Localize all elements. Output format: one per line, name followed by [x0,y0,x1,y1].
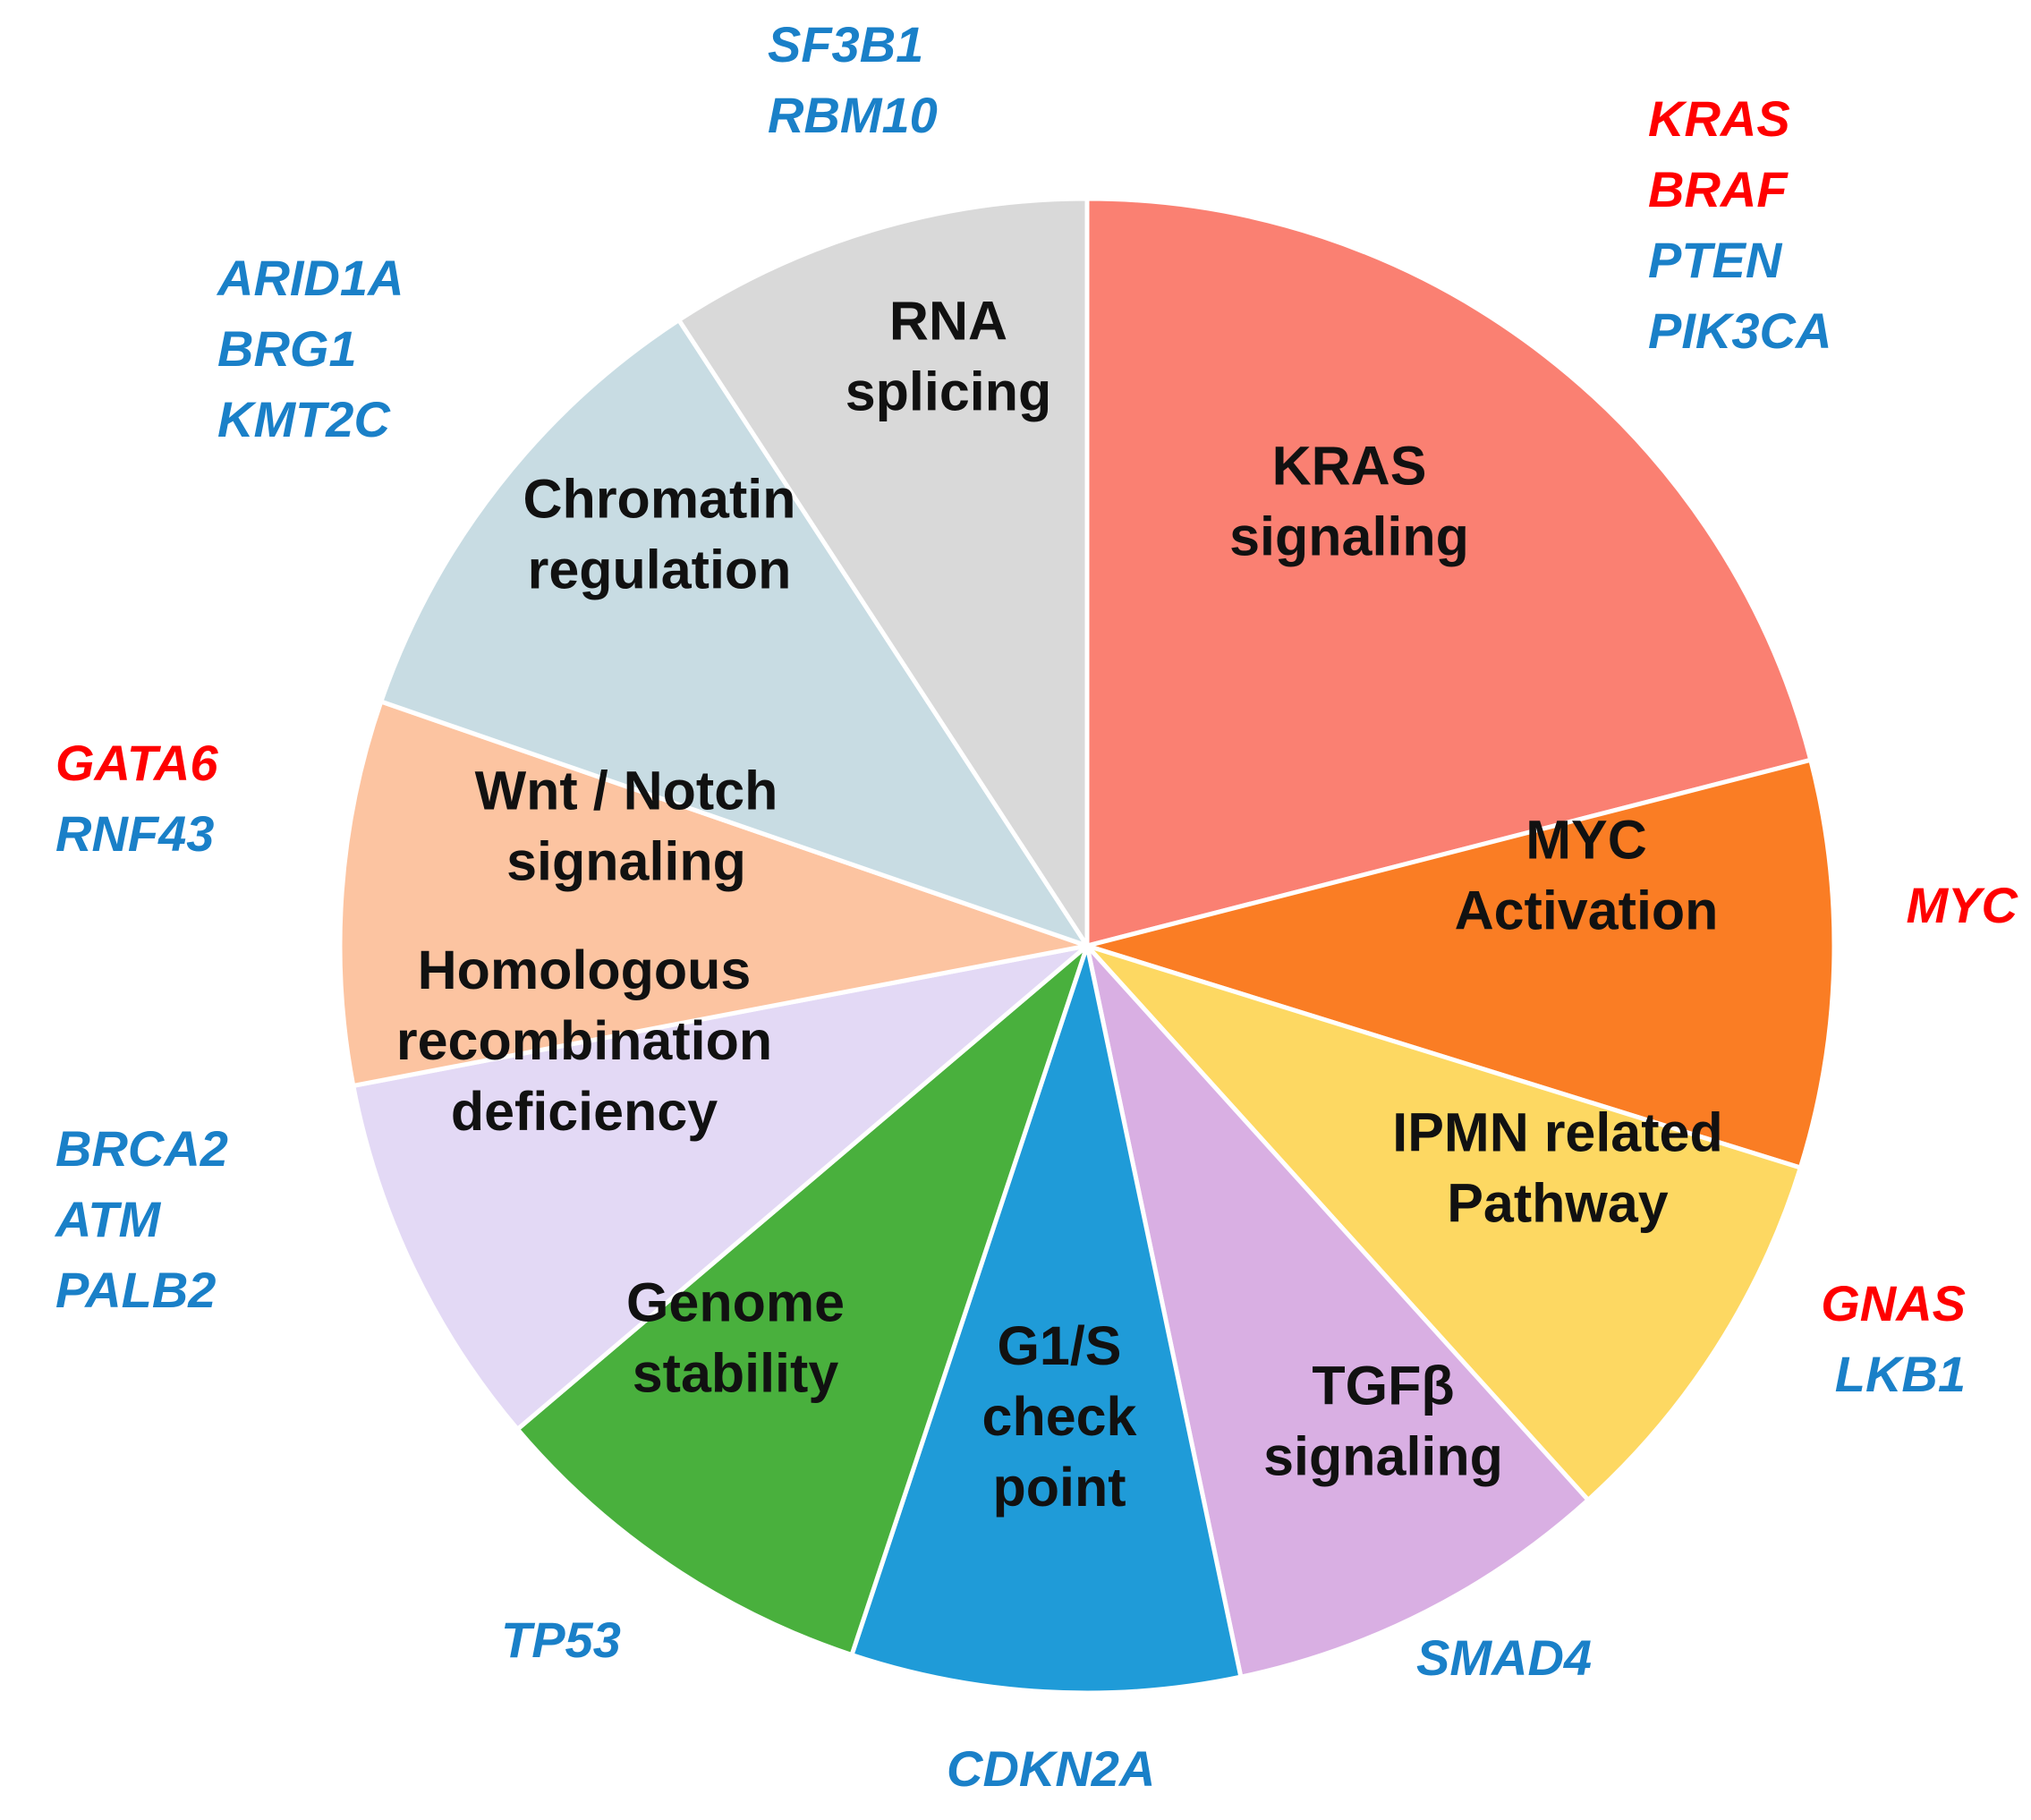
gene-label-brca2: BRCA2 [55,1120,228,1177]
gene-label-gnas: GNAS [1821,1275,1966,1331]
gene-labels: KRAS BRAF PTEN PIK3CA MYC GNAS LKB1SMAD4CDKN2A… [54,16,2019,1797]
segment-label-line: Pathway [1447,1173,1669,1234]
gene-label-brg1: BRG1 [217,320,357,377]
segment-label-line: Homologous [418,940,752,1000]
gene-label-sf3b1: SF3B1 [768,16,923,72]
segment-label-line: regulation [528,540,792,600]
pie-slice-8 [378,318,1090,948]
segment-label-5: Genome stability [626,1272,845,1404]
gene-label-gata6: GATA6 [55,735,218,791]
gene-list-1: MYC [1907,877,2019,933]
segment-label-6: Homologous recombination deficiency [396,940,772,1142]
segment-label-line: Chromatin [523,469,796,530]
segment-label-line: KRAS [1272,436,1427,497]
segment-label-line: Wnt / Notch [475,761,778,821]
gene-label-lkb1: LKB1 [1835,1346,1966,1402]
segment-label-line: G1/S [997,1315,1121,1376]
pie-slice-5 [514,943,1090,1657]
segment-label-1: MYC Activation [1455,810,1719,941]
segment-label-line: check [982,1386,1137,1447]
gene-label-kras: KRAS [1648,90,1790,147]
gene-label-kmt2c: KMT2C [217,391,391,447]
segment-label-line: signaling [1263,1426,1503,1487]
pie-slice-3 [1084,943,1591,1680]
gene-label-myc: MYC [1907,877,2019,933]
gene-label-palb2: PALB2 [55,1262,216,1318]
segment-label-9: RNA splicing [846,291,1051,422]
pie-slice-4 [849,943,1244,1696]
segment-label-line: signaling [1229,506,1469,567]
gene-label-pten: PTEN [1648,232,1783,288]
pie-slice-6 [351,943,1090,1432]
segment-label-line: deficiency [451,1081,718,1142]
gene-label-cdkn2a: CDKN2A [947,1740,1155,1797]
segment-label-line: stability [633,1343,839,1404]
gene-label-rbm10: RBM10 [768,87,938,143]
gene-list-0: KRAS BRAF PTEN PIK3CA [1648,90,1831,359]
gene-label-braf: BRAF [1648,161,1789,217]
segment-label-3: TGFβ signaling [1263,1356,1503,1487]
segment-label-line: MYC [1525,810,1647,871]
gene-label-arid1a: ARID1A [216,250,404,306]
pie-slice-2 [1084,943,1803,1502]
gene-list-4: CDKN2A [947,1740,1155,1797]
gene-label-pik3ca: PIK3CA [1648,302,1831,359]
gene-list-2: GNAS LKB1 [1821,1275,1966,1402]
segment-label-8: Chromatin regulation [523,469,796,600]
segment-label-line: Genome [626,1272,845,1333]
gene-label-rnf43: RNF43 [55,805,214,862]
gene-label-tp53: TP53 [501,1612,621,1668]
segment-label-0: KRAS signaling [1229,436,1469,567]
segment-label-7: Wnt / Notch signaling [475,761,778,892]
gene-label-smad4: SMAD4 [1416,1629,1592,1686]
gene-list-5: TP53 [501,1612,621,1668]
segment-label-line: splicing [846,361,1051,422]
segment-label-line: Activation [1455,880,1719,941]
pie-slices [337,196,1837,1696]
gene-label-atm: ATM [54,1191,161,1247]
segment-label-4: G1/S check point [982,1315,1137,1518]
segment-label-line: RNA [889,291,1007,352]
pie-slice-0 [1084,196,1814,948]
segment-label-line: point [992,1457,1126,1518]
segment-label-line: TGFβ [1312,1356,1454,1416]
gene-list-3: SMAD4 [1416,1629,1592,1686]
segment-label-line: recombination [396,1010,772,1071]
segment-label-line: signaling [506,831,746,892]
pie-slice-1 [1084,757,1837,1170]
pie-slice-7 [337,699,1090,1088]
segment-label-line: IPMN related [1392,1102,1723,1163]
pie-slice-9 [676,196,1090,948]
